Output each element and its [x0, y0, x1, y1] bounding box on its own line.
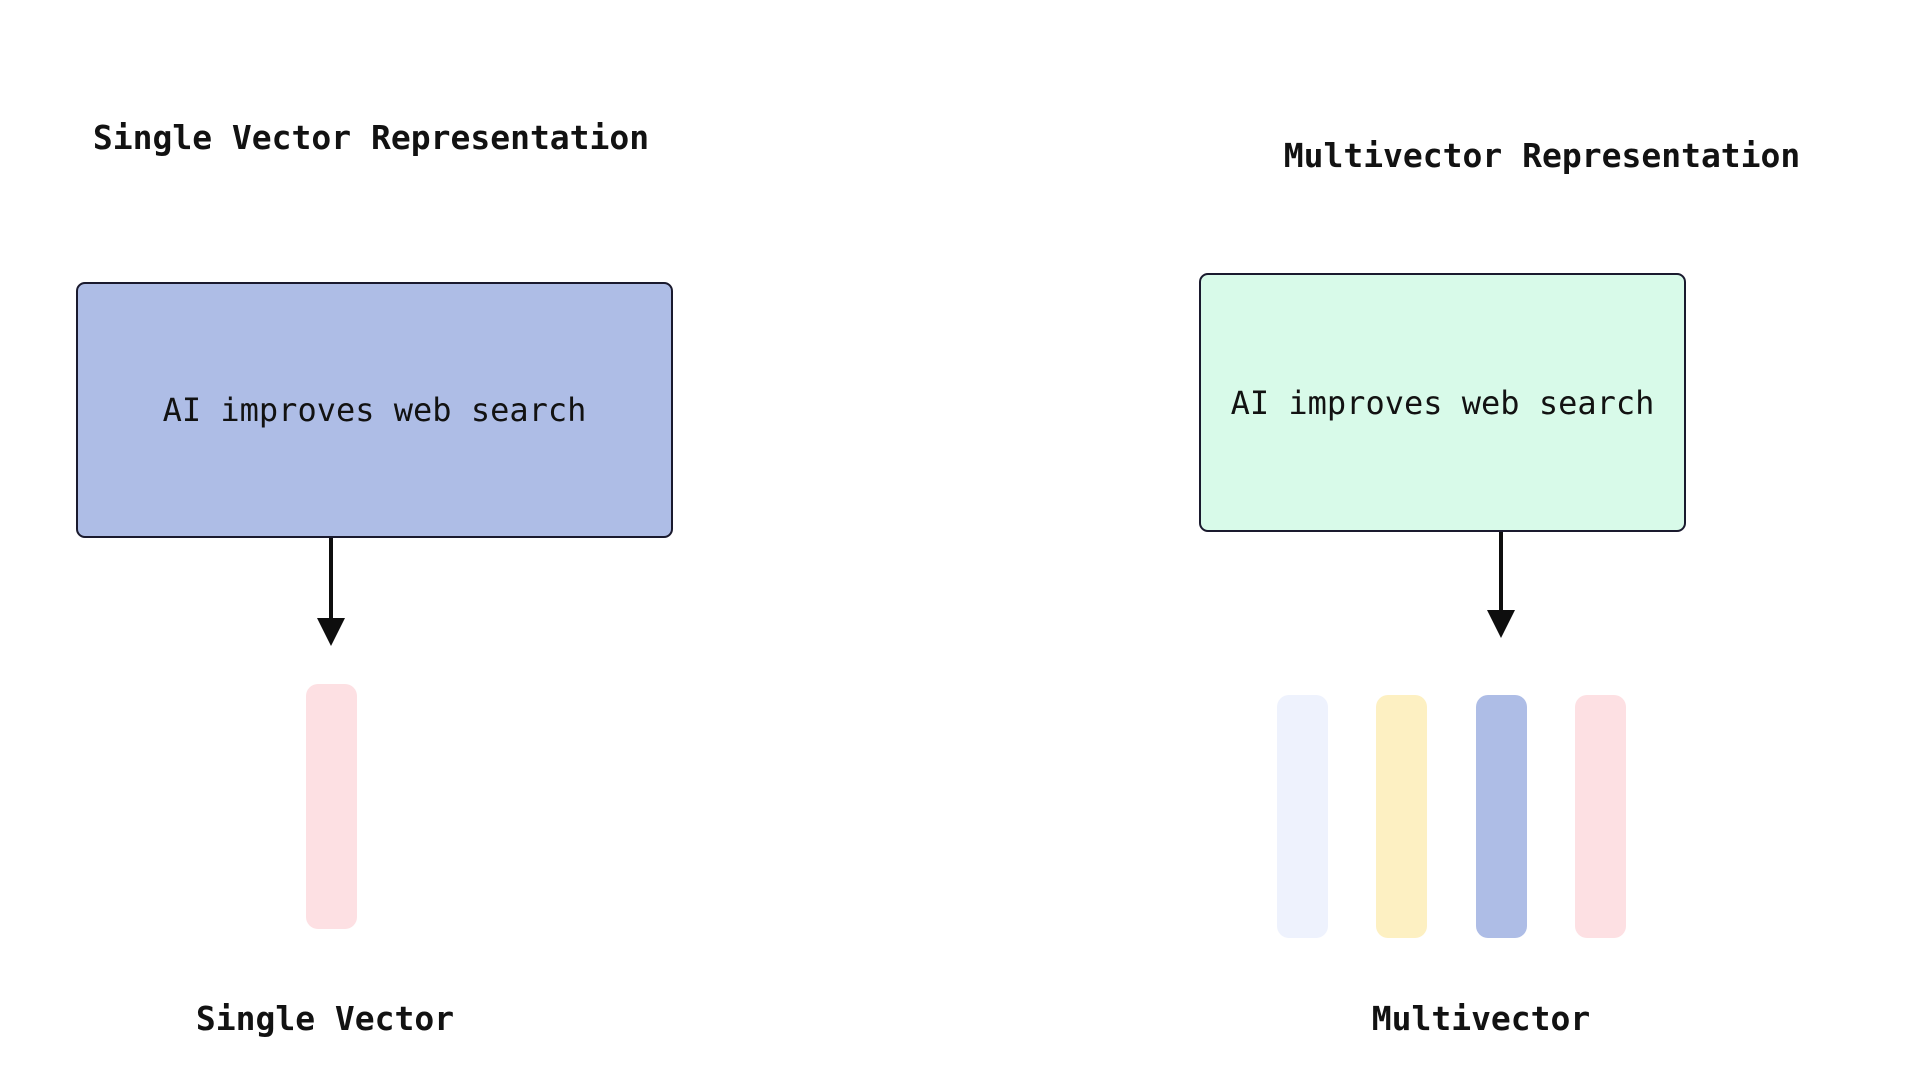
vector-bar [1277, 695, 1328, 938]
left-section-title: Single Vector Representation [92, 118, 650, 157]
vector-bar [1574, 695, 1626, 938]
vector-bar [1376, 695, 1428, 938]
single-vector-caption: Single Vector [195, 999, 455, 1038]
single-vector-bar [306, 684, 357, 929]
down-arrow-icon [317, 538, 345, 646]
multivector-bars [1277, 695, 1626, 938]
single-vector-document-text: AI improves web search [162, 391, 587, 429]
down-arrow-icon [1487, 532, 1515, 638]
right-section-title: Multivector Representation [1283, 136, 1801, 175]
multivector-document-text: AI improves web search [1230, 383, 1655, 422]
multivector-caption: Multivector [1371, 999, 1591, 1038]
multivector-document-box: AI improves web search [1199, 273, 1686, 532]
vector-bar [1475, 695, 1527, 938]
single-vector-document-box: AI improves web search [76, 282, 673, 538]
